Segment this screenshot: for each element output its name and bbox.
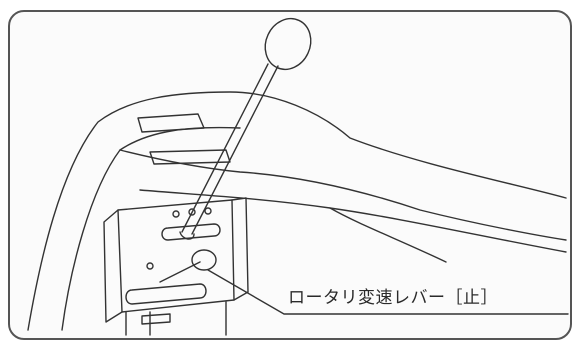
lower-slot <box>125 283 207 305</box>
main-lever-shaft <box>181 63 279 235</box>
cover-ridge <box>119 149 567 241</box>
callout-leader <box>207 269 569 315</box>
top-panel <box>137 113 205 133</box>
cover-outline <box>27 91 567 331</box>
illustration-frame <box>8 10 572 340</box>
main-lever-knob <box>264 17 312 71</box>
upper-slot <box>161 223 221 241</box>
rotary-shift-lever-label: ロータリ変速レバー［止］ <box>288 288 498 308</box>
